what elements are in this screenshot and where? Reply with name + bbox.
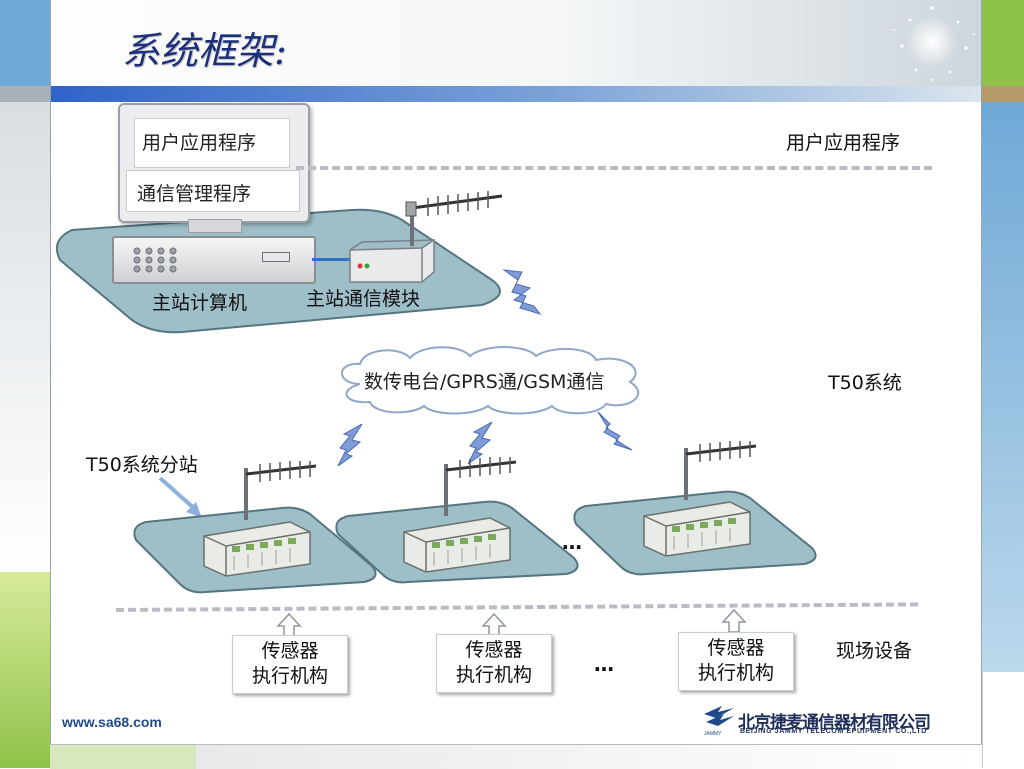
substation-device-icon [203,461,317,577]
master-comm-module-label: 主站通信模块 [306,288,421,310]
comm-module-icon [349,238,435,283]
sparkle-decoration [893,6,975,82]
left-strip-gray [0,86,50,102]
right-strip-bottom [982,672,1024,768]
left-strip-blue [0,0,50,86]
device-line-sensor: 传感器 [707,637,765,659]
website-link[interactable]: www.sa68.com [62,714,162,730]
t50-substation-label: T50系统分站 [86,454,198,476]
pointer-arrow-icon [158,476,202,518]
user-app-label: 用户应用程序 [142,132,257,154]
device-line-actuator: 执行机构 [697,662,774,684]
device-line-actuator: 执行机构 [455,664,532,686]
page-title: 系统框架: [122,29,287,73]
divider-line-right [981,0,982,768]
ellipsis-devices: … [594,652,614,676]
divider-line-left [50,0,51,768]
computer-drive-slot [262,252,290,262]
user-app-box [134,118,290,168]
cable [312,258,352,261]
device-line-actuator: 执行机构 [251,665,328,687]
right-strip-gray [982,86,1024,102]
lightning-bolt-icon [337,423,363,467]
t50-system-label: T50系统 [828,372,902,394]
field-device-box: 传感器 执行机构 [232,635,348,694]
footer-bar [196,744,982,769]
ellipsis-stations: … [562,530,582,554]
device-line-sensor: 传感器 [465,639,523,661]
lightning-bolt-icon [597,411,633,451]
comm-mgmt-label: 通信管理程序 [137,183,252,205]
dashed-line-top [296,166,932,170]
cloud-shape [341,346,639,415]
lightning-bolt-icon [502,269,542,315]
right-user-app-label: 用户应用程序 [786,132,901,154]
right-strip-green [982,0,1024,86]
left-strip-green [0,572,50,768]
device-line-sensor: 传感器 [261,640,319,662]
lightning-bolt-icon [467,421,493,465]
comm-mgmt-box [126,170,300,212]
master-computer-label: 主站计算机 [152,292,248,314]
left-strip-lower [0,102,50,572]
monitor-stand [188,219,242,233]
master-antenna-icon [405,191,503,246]
top-banner [0,0,1024,86]
header-bar [50,86,982,102]
company-name-cn: 北京捷麦通信器材有限公司 [738,713,931,733]
cloud-comm-text: 数传电台/GPRS通/GSM通信 [364,371,605,393]
company-name-en: BEIJING JAMMY TELECOM EPUIPMENT CO.,LTD [740,728,927,735]
logo-mark-text: JAMMY [704,731,722,737]
company-logo-icon [704,706,734,726]
up-arrow-icon [721,608,747,633]
right-strip-blue [982,102,1024,672]
field-device-box: 传感器 执行机构 [678,632,794,691]
computer-buttons-icon [133,247,177,273]
substation-device-icon [643,441,757,557]
field-device-box: 传感器 执行机构 [436,634,552,693]
dashed-line-bottom [115,602,918,612]
substation-device-icon [403,457,517,573]
footer-left-bar [50,744,196,769]
field-devices-label: 现场设备 [836,640,913,662]
